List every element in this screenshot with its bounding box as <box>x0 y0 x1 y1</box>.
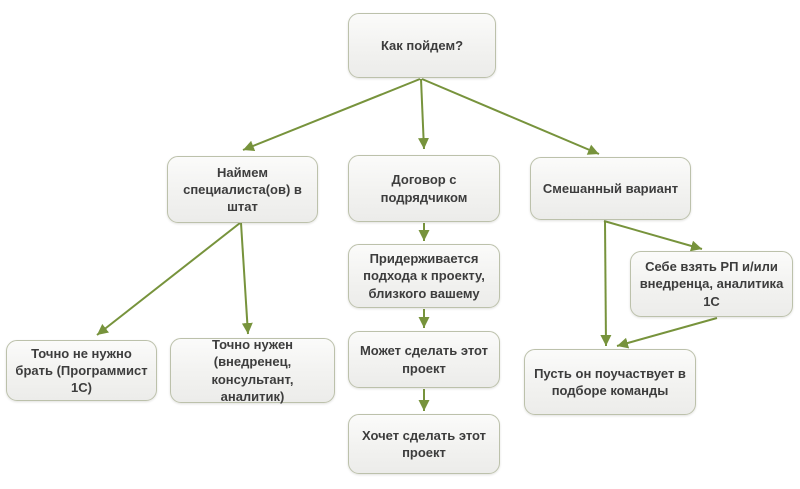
node-participate-team: Пусть он поучаствует в подборе команды <box>524 349 696 415</box>
node-no-hire: Точно не нужно брать (Программист 1С) <box>6 340 157 401</box>
edge-root-contractor <box>418 78 430 150</box>
edge-hire-no-hire <box>96 222 241 336</box>
node-take-own-rp-label: Себе взять РП и/или внедренца, аналитика… <box>639 259 784 309</box>
node-hire-staff-label: Наймем специалиста(ов) в штат <box>183 164 302 215</box>
node-follows-approach-label: Придерживается подхода к проекту, близко… <box>363 251 485 301</box>
node-take-own-rp: Себе взять РП и/или внедренца, аналитика… <box>630 251 793 317</box>
node-must-hire: Точно нужен (внедренец, консультант, ана… <box>170 337 335 404</box>
node-mixed-option-label: Смешанный вариант <box>542 180 679 196</box>
node-root-label: Как пойдем? <box>380 37 464 53</box>
node-participate-team-label: Пусть он поучаствует в подборе команды <box>534 365 686 398</box>
node-hire-staff: Наймем специалиста(ов) в штат <box>167 156 318 223</box>
node-wants-project-label: Хочет сделать этот проект <box>361 427 487 460</box>
node-can-do-project: Может сделать этот проект <box>348 331 500 388</box>
node-mixed-option: Смешанный вариант <box>530 157 691 220</box>
edge-root-hire <box>242 78 421 152</box>
node-no-hire-label: Точно не нужно брать (Программист 1С) <box>15 345 148 396</box>
edge-root-mixed <box>421 78 600 155</box>
node-must-hire-label: Точно нужен (внедренец, консультант, ана… <box>211 337 294 404</box>
node-follows-approach: Придерживается подхода к проекту, близко… <box>348 244 500 308</box>
node-wants-project: Хочет сделать этот проект <box>348 414 500 474</box>
node-root: Как пойдем? <box>348 13 496 78</box>
node-can-do-project-label: Может сделать этот проект <box>359 343 489 376</box>
node-contractor-agreement-label: Договор с подрядчиком <box>380 172 468 205</box>
node-contractor-agreement: Договор с подрядчиком <box>348 155 500 222</box>
edge-hire-must-hire <box>240 222 253 335</box>
edge-mixed-participate <box>600 220 612 347</box>
edge-mixed-take-own <box>603 220 703 252</box>
edge-take-own-participate <box>616 317 718 349</box>
